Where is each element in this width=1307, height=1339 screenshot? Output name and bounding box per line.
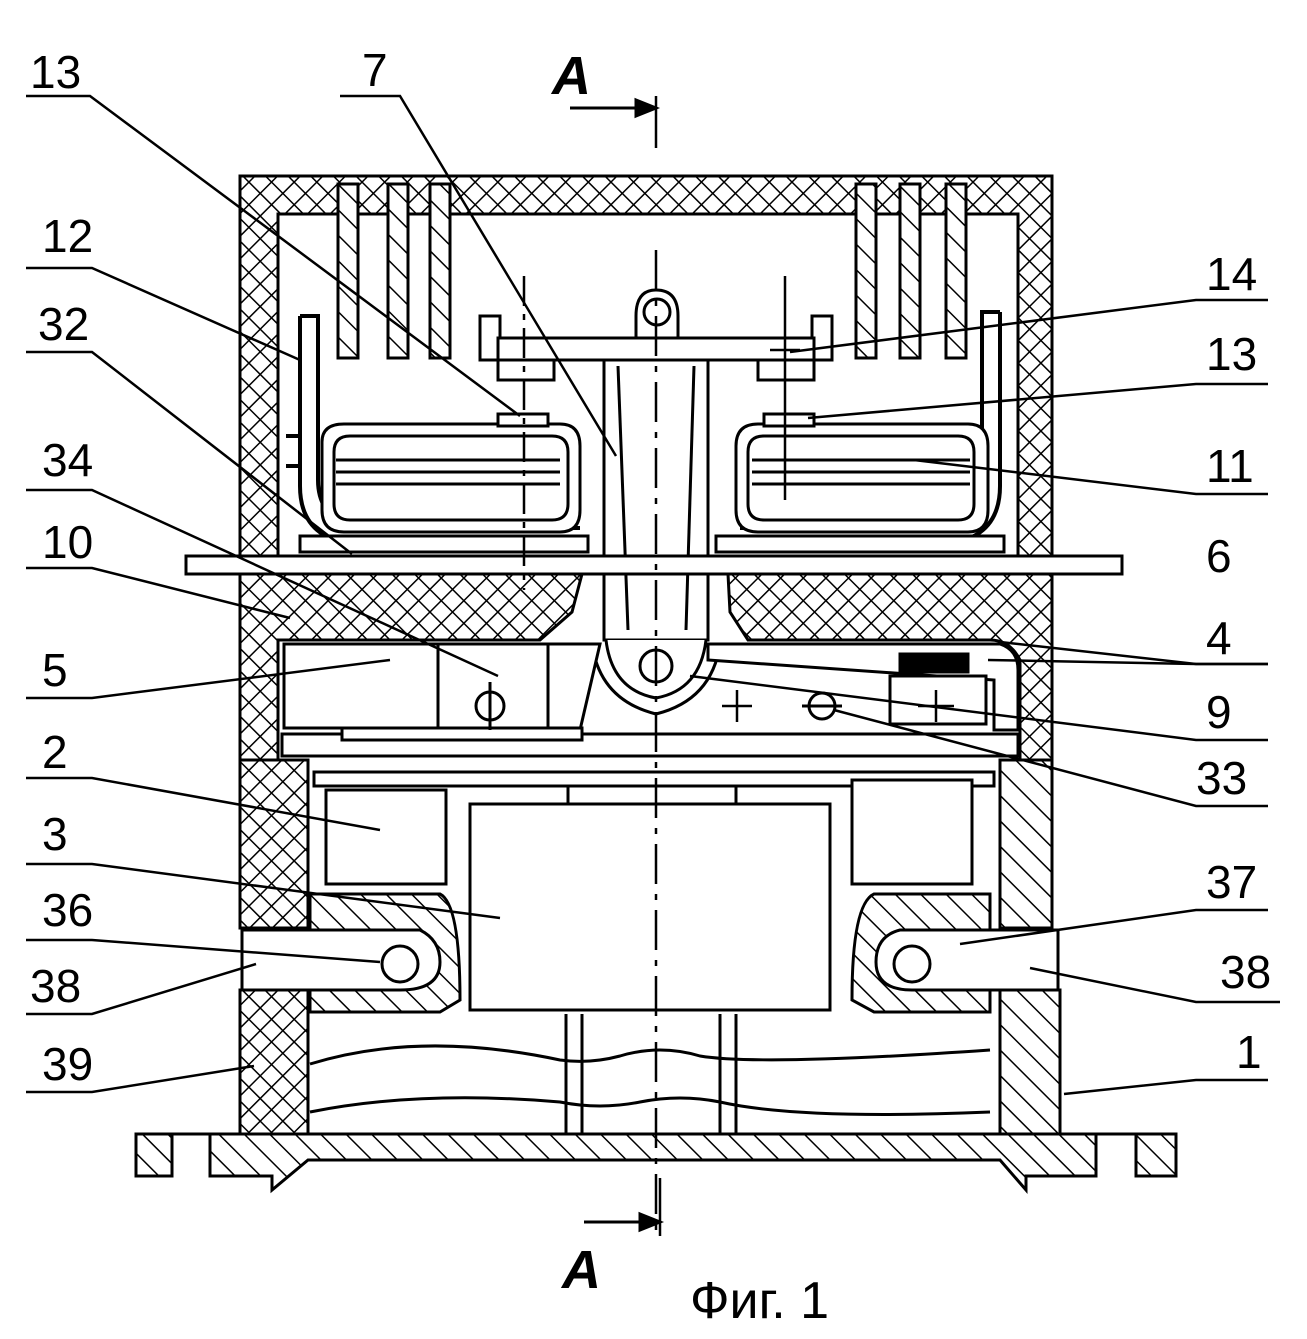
blowout-coil-right — [716, 414, 1004, 552]
label-5: 5 — [42, 644, 68, 696]
label-7: 7 — [362, 44, 388, 96]
return-springs — [310, 1014, 990, 1134]
label-2: 2 — [42, 726, 68, 778]
label-38-right: 38 — [1220, 946, 1271, 998]
label-34: 34 — [42, 434, 93, 486]
label-13-left: 13 — [30, 46, 81, 98]
arc-splitter-plates-left — [338, 184, 450, 358]
blowout-coil-left — [300, 414, 588, 552]
label-9: 9 — [1206, 686, 1232, 738]
label-37: 37 — [1206, 856, 1257, 908]
label-12: 12 — [42, 210, 93, 262]
label-14: 14 — [1206, 248, 1257, 300]
label-32: 32 — [38, 298, 89, 350]
label-11: 11 — [1206, 440, 1254, 492]
label-33: 33 — [1196, 752, 1247, 804]
label-13-right: 13 — [1206, 328, 1257, 380]
label-10: 10 — [42, 516, 93, 568]
figure-caption: Фиг. 1 — [690, 1272, 829, 1330]
label-39: 39 — [42, 1038, 93, 1090]
label-6: 6 — [1206, 530, 1232, 582]
label-36: 36 — [42, 884, 93, 936]
label-1: 1 — [1236, 1026, 1262, 1078]
label-3: 3 — [42, 808, 68, 860]
label-38-left: 38 — [30, 960, 81, 1012]
section-mark-bottom: A — [560, 1240, 601, 1300]
section-mark-top: A — [550, 46, 591, 106]
insulating-plate — [186, 556, 1122, 574]
label-4: 4 — [1206, 612, 1232, 664]
